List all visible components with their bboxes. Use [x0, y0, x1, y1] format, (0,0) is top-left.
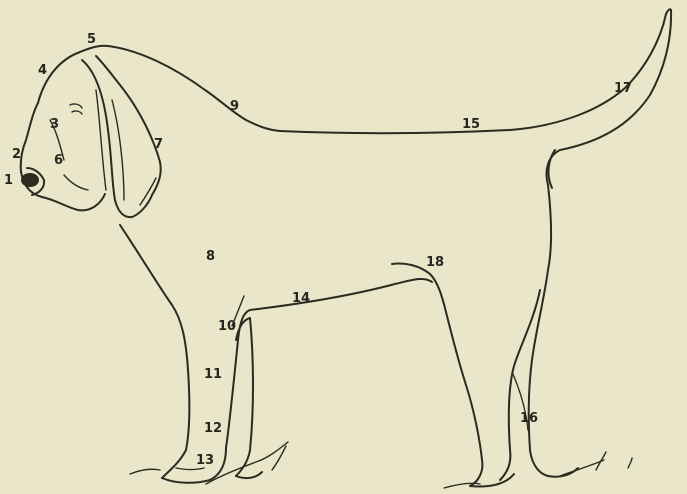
- point-label-12: 12: [204, 421, 222, 436]
- point-labels: 1 2 3 4 5 6 7 8 9 10 11 12 13 14 15 16 1…: [4, 32, 632, 468]
- point-label-3: 3: [50, 117, 59, 132]
- point-label-1: 1: [4, 173, 13, 188]
- point-label-11: 11: [204, 367, 222, 382]
- dog-front-quarters: [120, 225, 262, 483]
- point-label-14: 14: [292, 291, 310, 306]
- point-label-15: 15: [462, 117, 480, 132]
- point-label-8: 8: [206, 249, 215, 264]
- dog-hind-quarters: [250, 185, 578, 487]
- point-label-9: 9: [230, 99, 239, 114]
- point-label-16: 16: [520, 411, 538, 426]
- point-label-13: 13: [196, 453, 214, 468]
- point-label-18: 18: [426, 255, 444, 270]
- point-label-6: 6: [54, 153, 63, 168]
- point-label-7: 7: [154, 137, 163, 152]
- dog-back-and-tail: [108, 9, 671, 188]
- point-label-5: 5: [87, 32, 96, 47]
- point-label-10: 10: [218, 319, 236, 334]
- point-label-17: 17: [614, 81, 632, 96]
- point-label-2: 2: [12, 147, 21, 162]
- point-label-4: 4: [38, 63, 47, 78]
